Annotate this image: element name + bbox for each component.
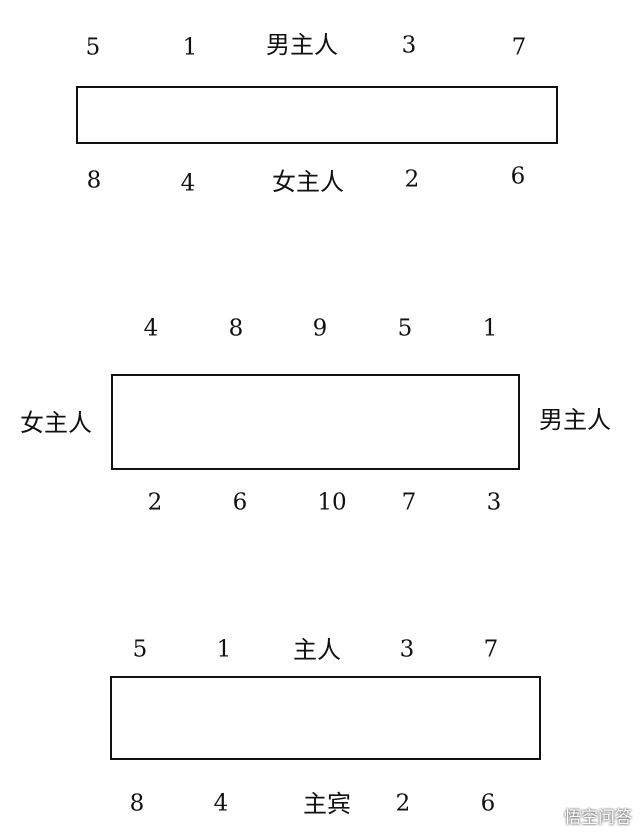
seat-label: 7 — [401, 489, 417, 516]
seat-label: 2 — [395, 790, 411, 817]
table-2 — [111, 374, 520, 470]
seat-label: 1 — [216, 636, 232, 663]
host-label: 主人 — [293, 636, 341, 664]
speech-bubbles-icon — [538, 804, 560, 827]
seat-label: 4 — [213, 790, 229, 817]
seat-label: 5 — [132, 636, 148, 663]
seat-label: 2 — [147, 489, 163, 516]
seat-label: 7 — [511, 34, 527, 61]
seat-label: 4 — [143, 315, 159, 342]
guest-of-honor-label: 主宾 — [303, 790, 351, 818]
seat-label: 8 — [86, 167, 102, 194]
table-3 — [110, 676, 541, 760]
seat-label: 6 — [232, 489, 248, 516]
seat-label: 8 — [228, 315, 244, 342]
seat-label: 3 — [401, 32, 417, 59]
seat-label: 6 — [480, 790, 496, 817]
hostess-label: 女主人 — [20, 409, 92, 437]
watermark-text: 悟空问答 — [564, 808, 632, 828]
seat-label: 5 — [397, 315, 413, 342]
seat-label: 2 — [404, 166, 420, 193]
host-label: 男主人 — [539, 406, 611, 434]
seat-label: 8 — [129, 790, 145, 817]
seat-label: 5 — [85, 34, 101, 61]
seat-label: 3 — [399, 636, 415, 663]
seat-label: 6 — [510, 163, 526, 190]
seat-label: 1 — [182, 34, 198, 61]
seat-label: 10 — [317, 489, 347, 516]
seat-label: 1 — [482, 315, 498, 342]
seat-label: 7 — [483, 636, 499, 663]
hostess-label: 女主人 — [272, 168, 344, 196]
host-label: 男主人 — [266, 31, 338, 59]
seat-label: 9 — [312, 315, 328, 342]
table-1 — [76, 86, 558, 144]
seat-label: 4 — [180, 170, 196, 197]
watermark: 悟空问答 — [538, 803, 632, 828]
seat-label: 3 — [486, 489, 502, 516]
